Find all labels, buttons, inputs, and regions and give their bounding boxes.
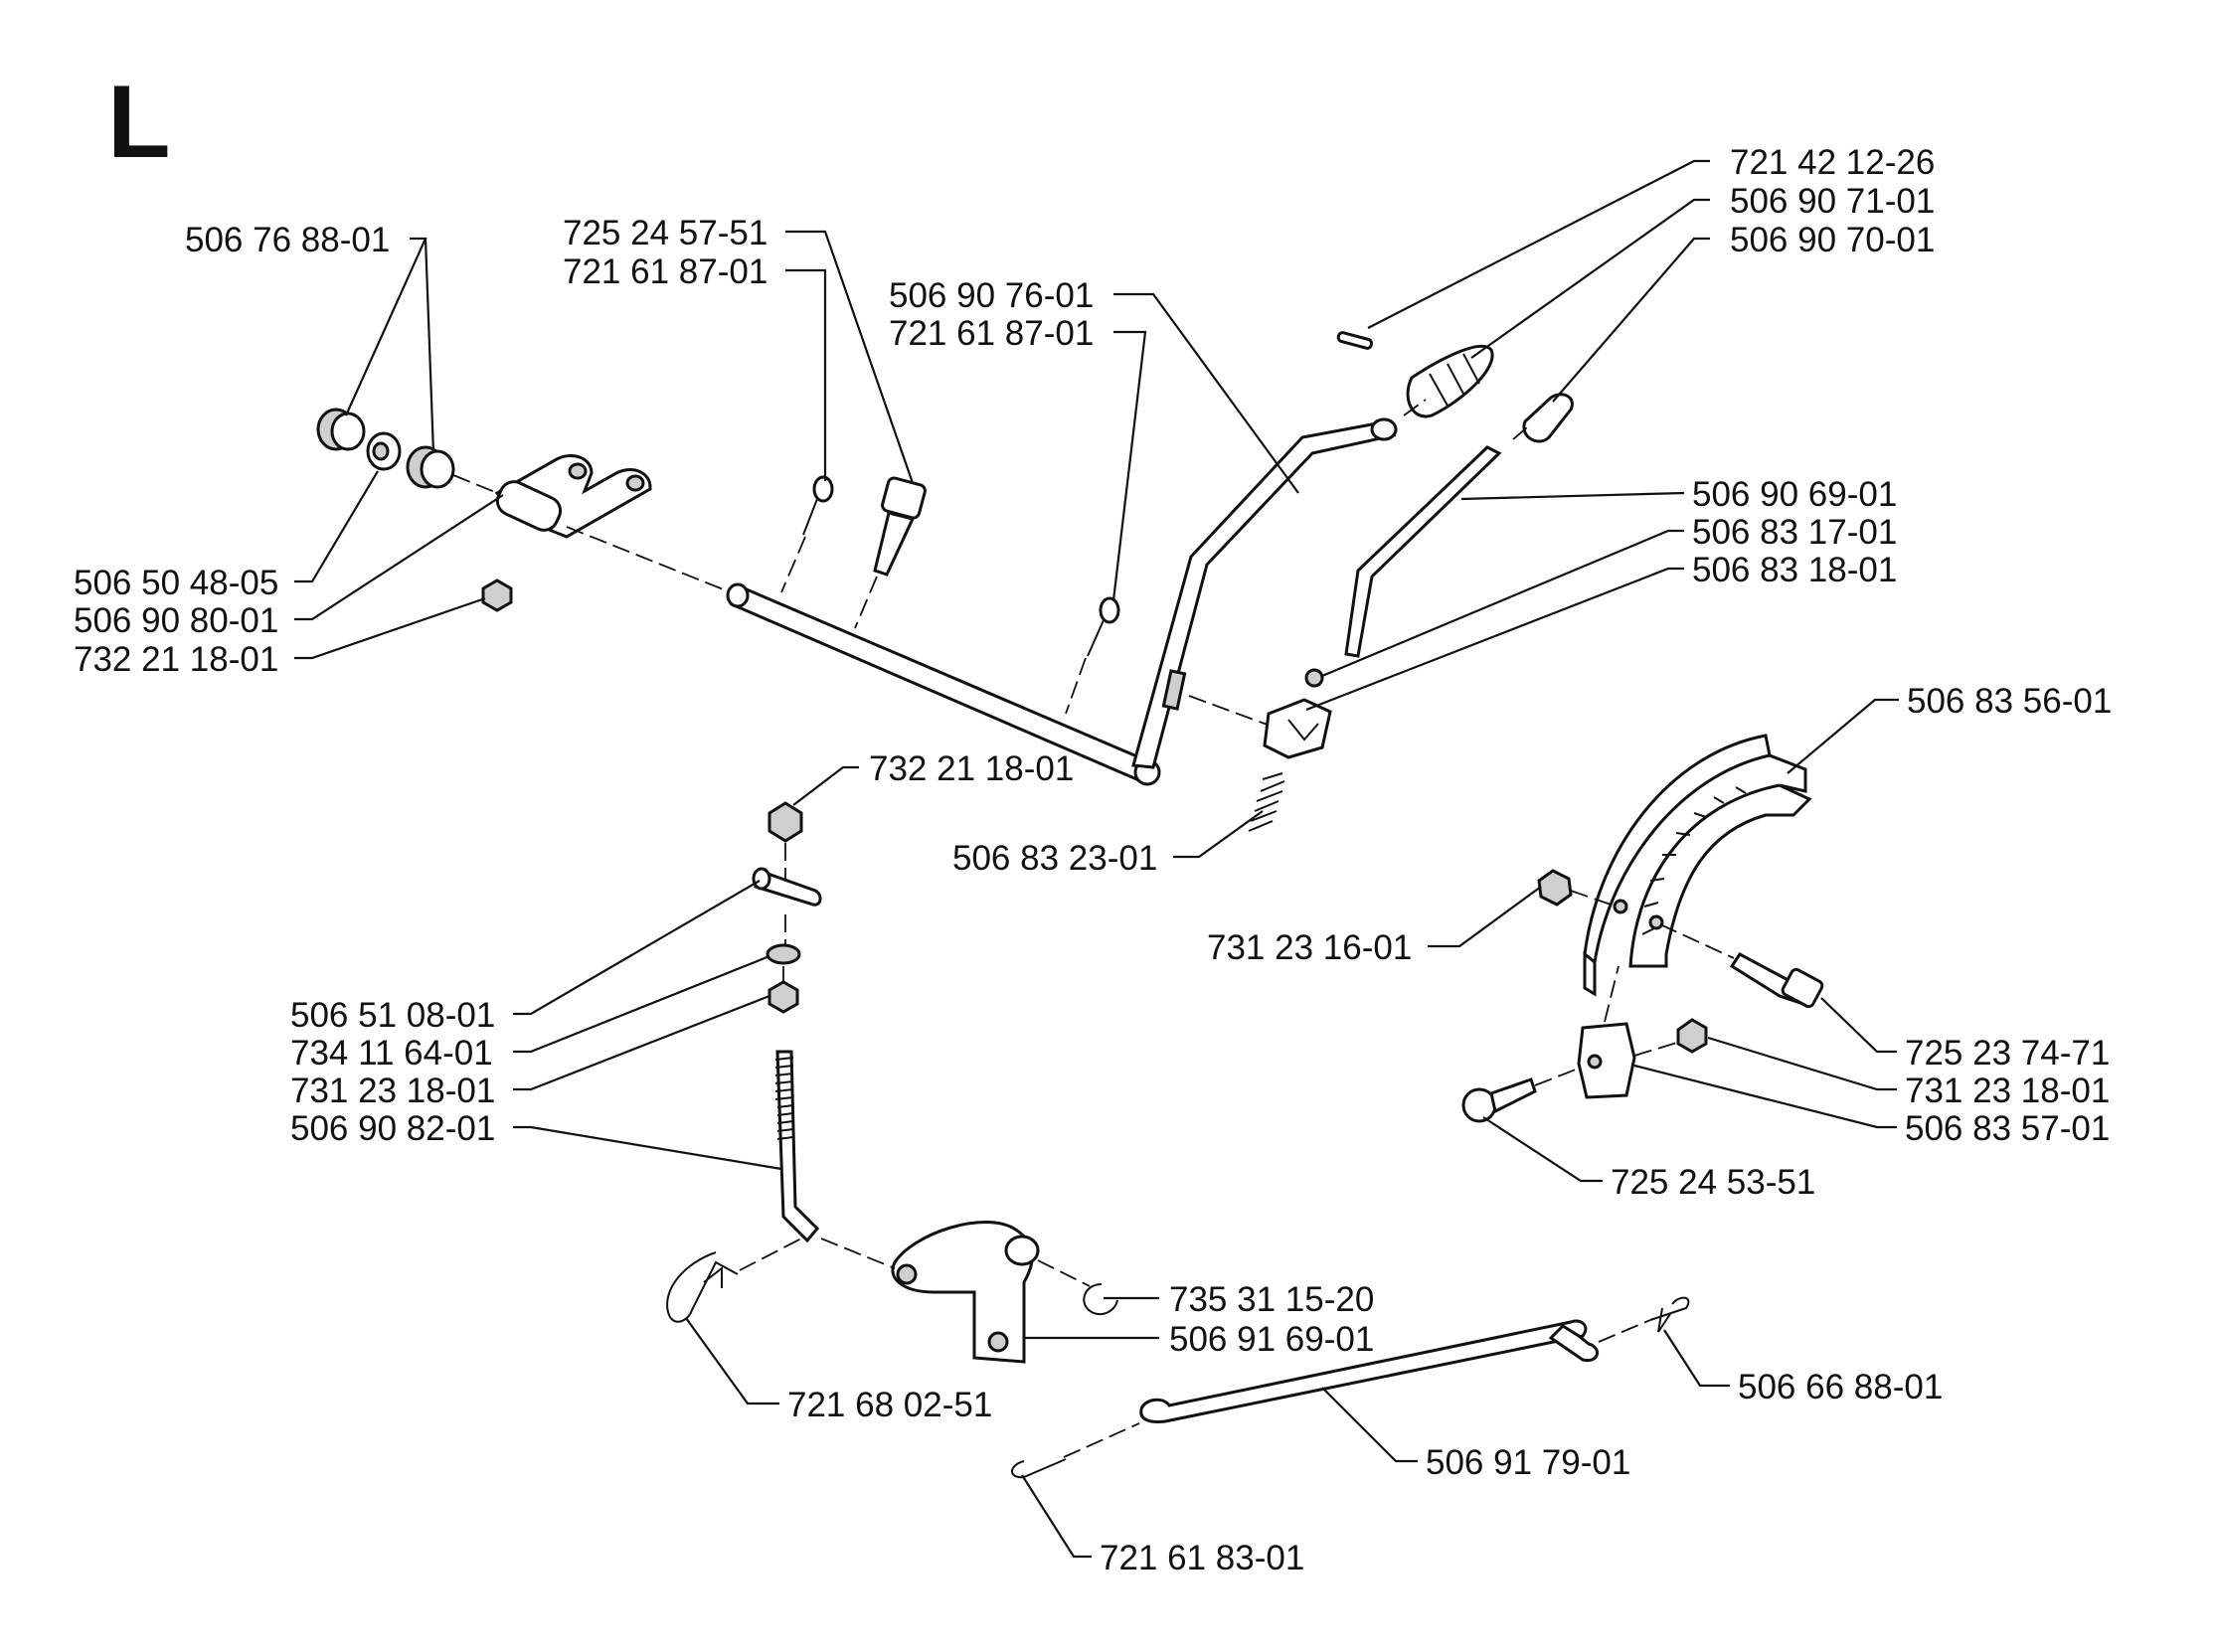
part-label: 731 23 18-01 <box>290 1072 495 1110</box>
segment-part <box>1583 734 1812 997</box>
part-label: 732 21 18-01 <box>74 640 278 679</box>
block-part <box>1263 698 1332 759</box>
part-label: 732 21 18-01 <box>869 749 1074 788</box>
nut-part <box>767 980 799 1014</box>
part-label: 721 61 83-01 <box>1100 1539 1304 1577</box>
grip-part <box>1406 344 1494 418</box>
pin-part <box>752 867 822 907</box>
hairpin-part <box>1649 1296 1690 1333</box>
part-label: 731 23 18-01 <box>1905 1072 2110 1110</box>
leader-lines <box>294 159 1899 1559</box>
part-label: 721 68 02-51 <box>787 1386 992 1424</box>
bolt-part <box>1729 952 1824 1009</box>
part-label: 506 90 82-01 <box>290 1109 495 1148</box>
link-rod-part <box>1139 1319 1599 1423</box>
cotter-pin-part <box>1011 1458 1067 1479</box>
part-label: 731 23 16-01 <box>1207 928 1412 967</box>
part-label: 506 90 76-01 <box>889 276 1094 315</box>
bolt-part <box>1461 1077 1537 1123</box>
part-label: 506 90 69-01 <box>1692 475 1897 514</box>
knob-part <box>1522 393 1574 443</box>
part-labels: 506 76 88-01 725 24 57-51 721 61 87-01 5… <box>74 143 2112 1577</box>
lever-part <box>891 1221 1040 1364</box>
part-label: 721 42 12-26 <box>1730 143 1935 182</box>
part-label: 725 24 57-51 <box>563 214 767 252</box>
bracket-part <box>494 454 652 539</box>
part-label: 506 83 17-01 <box>1692 513 1897 552</box>
part-label: 506 83 18-01 <box>1692 551 1897 589</box>
parts-drawing <box>316 331 1824 1479</box>
part-label: 506 66 88-01 <box>1738 1368 1943 1406</box>
hairpin-part <box>666 1251 739 1323</box>
part-label: 721 61 87-01 <box>889 314 1094 353</box>
part-label: 734 11 64-01 <box>290 1034 493 1073</box>
part-label: 506 91 69-01 <box>1169 1320 1374 1359</box>
part-label: 735 31 15-20 <box>1169 1280 1374 1319</box>
part-label: 506 83 23-01 <box>952 839 1157 878</box>
part-label: 506 90 71-01 <box>1730 182 1935 221</box>
part-label: 721 61 87-01 <box>563 252 767 291</box>
threaded-rod-part <box>774 1050 820 1243</box>
part-label: 506 91 79-01 <box>1426 1443 1630 1482</box>
part-label: 506 76 88-01 <box>185 221 390 259</box>
section-letter: L <box>107 65 171 180</box>
clamp-block-part <box>1577 1022 1636 1099</box>
part-label: 506 50 48-05 <box>74 564 278 602</box>
part-label: 506 90 80-01 <box>74 601 278 640</box>
cotter-pin-part <box>802 475 1120 657</box>
nut-part <box>767 801 803 843</box>
part-label: 725 23 74-71 <box>1905 1034 2110 1073</box>
part-label: 506 90 70-01 <box>1730 221 1935 259</box>
washer-part <box>766 943 801 965</box>
bushing-part <box>316 408 455 489</box>
part-label: 506 51 08-01 <box>290 996 495 1035</box>
part-label: 506 83 56-01 <box>1907 682 2112 721</box>
part-label: 506 83 57-01 <box>1905 1109 2110 1148</box>
bolt-part <box>873 476 927 577</box>
part-label: 725 24 53-51 <box>1611 1163 1815 1202</box>
shaft-part <box>726 417 1398 786</box>
spring-part <box>1248 772 1285 832</box>
